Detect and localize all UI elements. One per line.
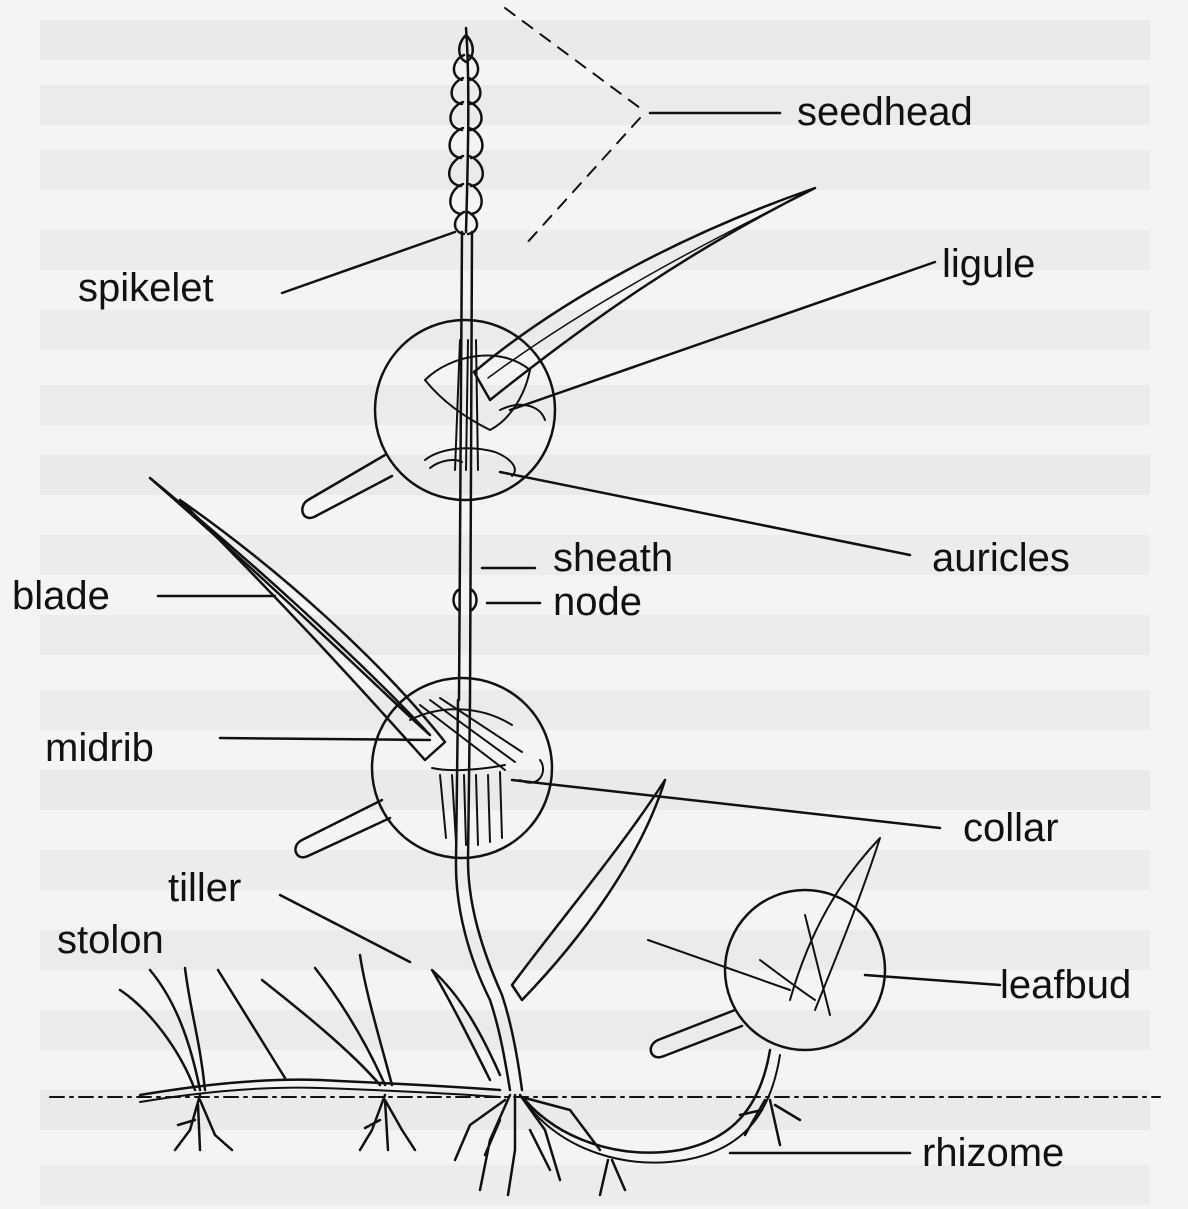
label-collar: collar (963, 808, 1059, 848)
label-leafbud: leafbud (1000, 965, 1131, 1005)
label-stolon: stolon (57, 920, 164, 960)
label-rhizome: rhizome (922, 1133, 1064, 1173)
upper-leaf-blade (474, 188, 815, 400)
label-tiller: tiller (168, 868, 241, 908)
leader-midrib (220, 738, 430, 740)
label-sheath: sheath (553, 538, 673, 578)
label-blade: blade (12, 576, 110, 616)
label-auricles: auricles (932, 538, 1070, 578)
label-node: node (553, 582, 642, 622)
label-ligule: ligule (942, 244, 1035, 284)
label-seedhead: seedhead (797, 92, 973, 132)
label-midrib: midrib (45, 728, 154, 768)
label-spikelet: spikelet (78, 268, 214, 308)
